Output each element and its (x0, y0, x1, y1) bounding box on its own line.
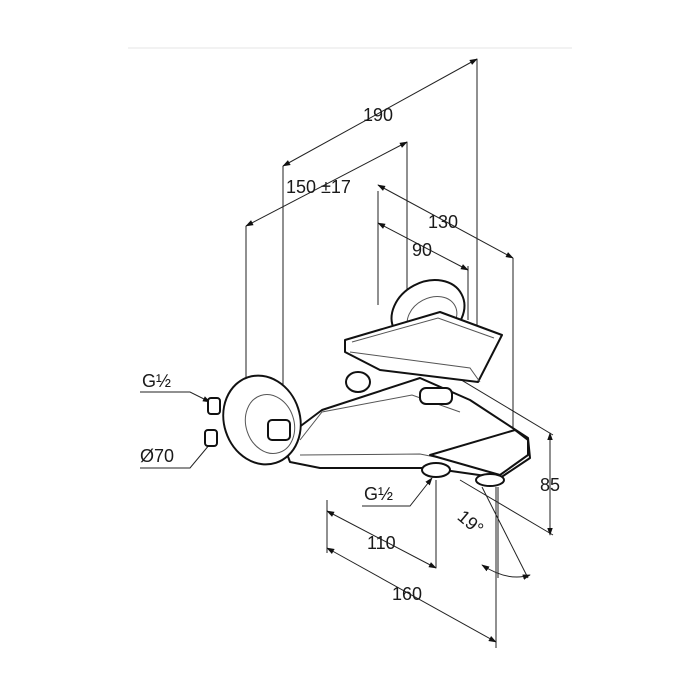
dim-arc-19deg (481, 564, 531, 580)
dim-line-160 (326, 547, 497, 643)
label-190: 190 (363, 105, 393, 125)
label-160: 160 (392, 584, 422, 604)
dimension-labels: 190 150 ±17 130 90 G½ Ø70 85 G½ 19° 110 … (140, 105, 560, 604)
label-g-outlet: G½ (364, 484, 393, 504)
label-g-inlet: G½ (142, 371, 171, 391)
label-130: 130 (428, 212, 458, 232)
dim-line-90 (377, 222, 469, 271)
leader-g-outlet (362, 477, 433, 507)
label-d70: Ø70 (140, 446, 174, 466)
dimension-lines (140, 58, 553, 643)
dim-line-130 (377, 184, 514, 259)
leader-g-inlet (140, 391, 211, 403)
leader-d70 (140, 437, 216, 469)
faucet-body (204, 279, 531, 487)
dim-line-150 (245, 141, 408, 227)
label-90: 90 (412, 240, 432, 260)
label-110: 110 (367, 533, 396, 553)
label-150: 150 ±17 (286, 177, 351, 197)
label-19deg: 19° (454, 506, 488, 539)
label-85: 85 (540, 475, 560, 495)
